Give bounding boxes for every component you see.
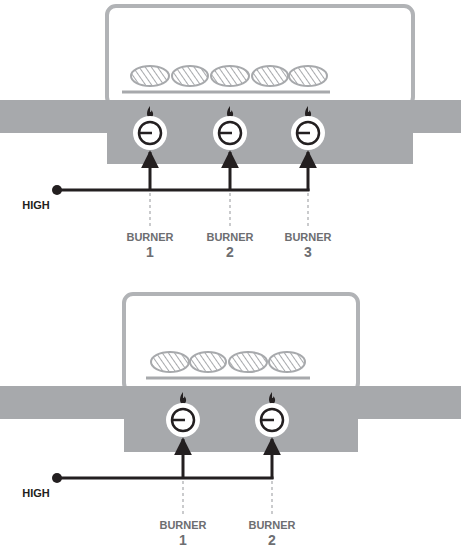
burner-label: BURNER: [284, 231, 331, 243]
supply-label: HIGH: [22, 487, 50, 499]
burner-number: 1: [146, 245, 154, 260]
burner-number: 3: [304, 245, 312, 260]
supply-label: HIGH: [22, 199, 50, 211]
burner-label: BURNER: [248, 519, 295, 531]
burner-label: BURNER: [206, 231, 253, 243]
burner-number: 2: [226, 245, 234, 260]
burner-label: BURNER: [126, 231, 173, 243]
burner-number: 2: [268, 533, 276, 548]
grill-two-burner: [0, 294, 461, 514]
burner-label: BURNER: [159, 519, 206, 531]
burner-number: 1: [179, 533, 187, 548]
grill-three-burner: [0, 6, 461, 226]
